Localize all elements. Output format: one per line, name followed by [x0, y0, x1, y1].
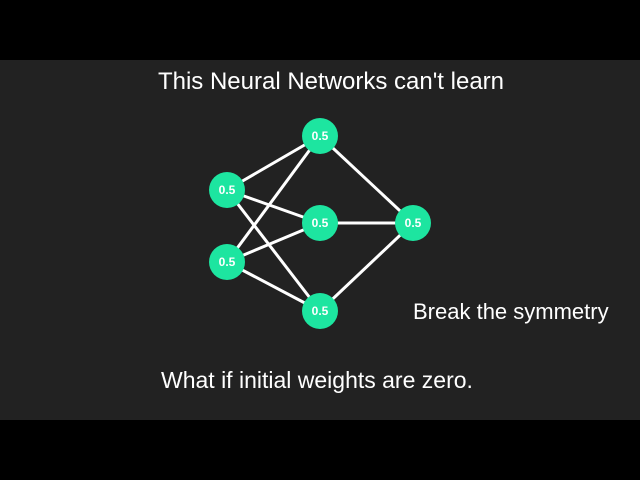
- input-node-value: 0.5: [219, 183, 236, 197]
- output-node-circle: [395, 205, 431, 241]
- question-caption: What if initial weights are zero.: [161, 367, 473, 393]
- hidden-node-circle: [302, 118, 338, 154]
- neural-network-diagram: 0.5 0.5 0.5 0.5 0.5 0.5: [209, 118, 431, 329]
- edge-hidden-3-to-output-1: [318, 221, 415, 313]
- output-node-1: 0.5: [395, 205, 431, 241]
- edge-input-2-to-hidden-1: [225, 135, 322, 263]
- input-node-2: 0.5: [209, 244, 245, 280]
- slide-title: This Neural Networks can't learn: [157, 68, 505, 95]
- input-node-circle: [209, 172, 245, 208]
- input-node-value: 0.5: [219, 255, 236, 269]
- hidden-node-value: 0.5: [312, 129, 329, 143]
- output-node-value: 0.5: [405, 216, 422, 230]
- input-node-circle: [209, 244, 245, 280]
- input-node-1: 0.5: [209, 172, 245, 208]
- hidden-node-2: 0.5: [302, 205, 338, 241]
- hidden-node-circle: [302, 293, 338, 329]
- letterbox-top: [0, 0, 640, 60]
- hidden-node-circle: [302, 205, 338, 241]
- break-symmetry-note: Break the symmetry: [413, 299, 609, 324]
- hidden-node-1: 0.5: [302, 118, 338, 154]
- hidden-node-3: 0.5: [302, 293, 338, 329]
- hidden-node-value: 0.5: [312, 216, 329, 230]
- network-nodes: 0.5 0.5 0.5 0.5 0.5 0.5: [209, 118, 431, 329]
- letterbox-bottom: [0, 420, 640, 480]
- edge-input-1-to-hidden-3: [225, 189, 322, 312]
- edge-hidden-1-to-output-1: [318, 134, 415, 225]
- hidden-node-value: 0.5: [312, 304, 329, 318]
